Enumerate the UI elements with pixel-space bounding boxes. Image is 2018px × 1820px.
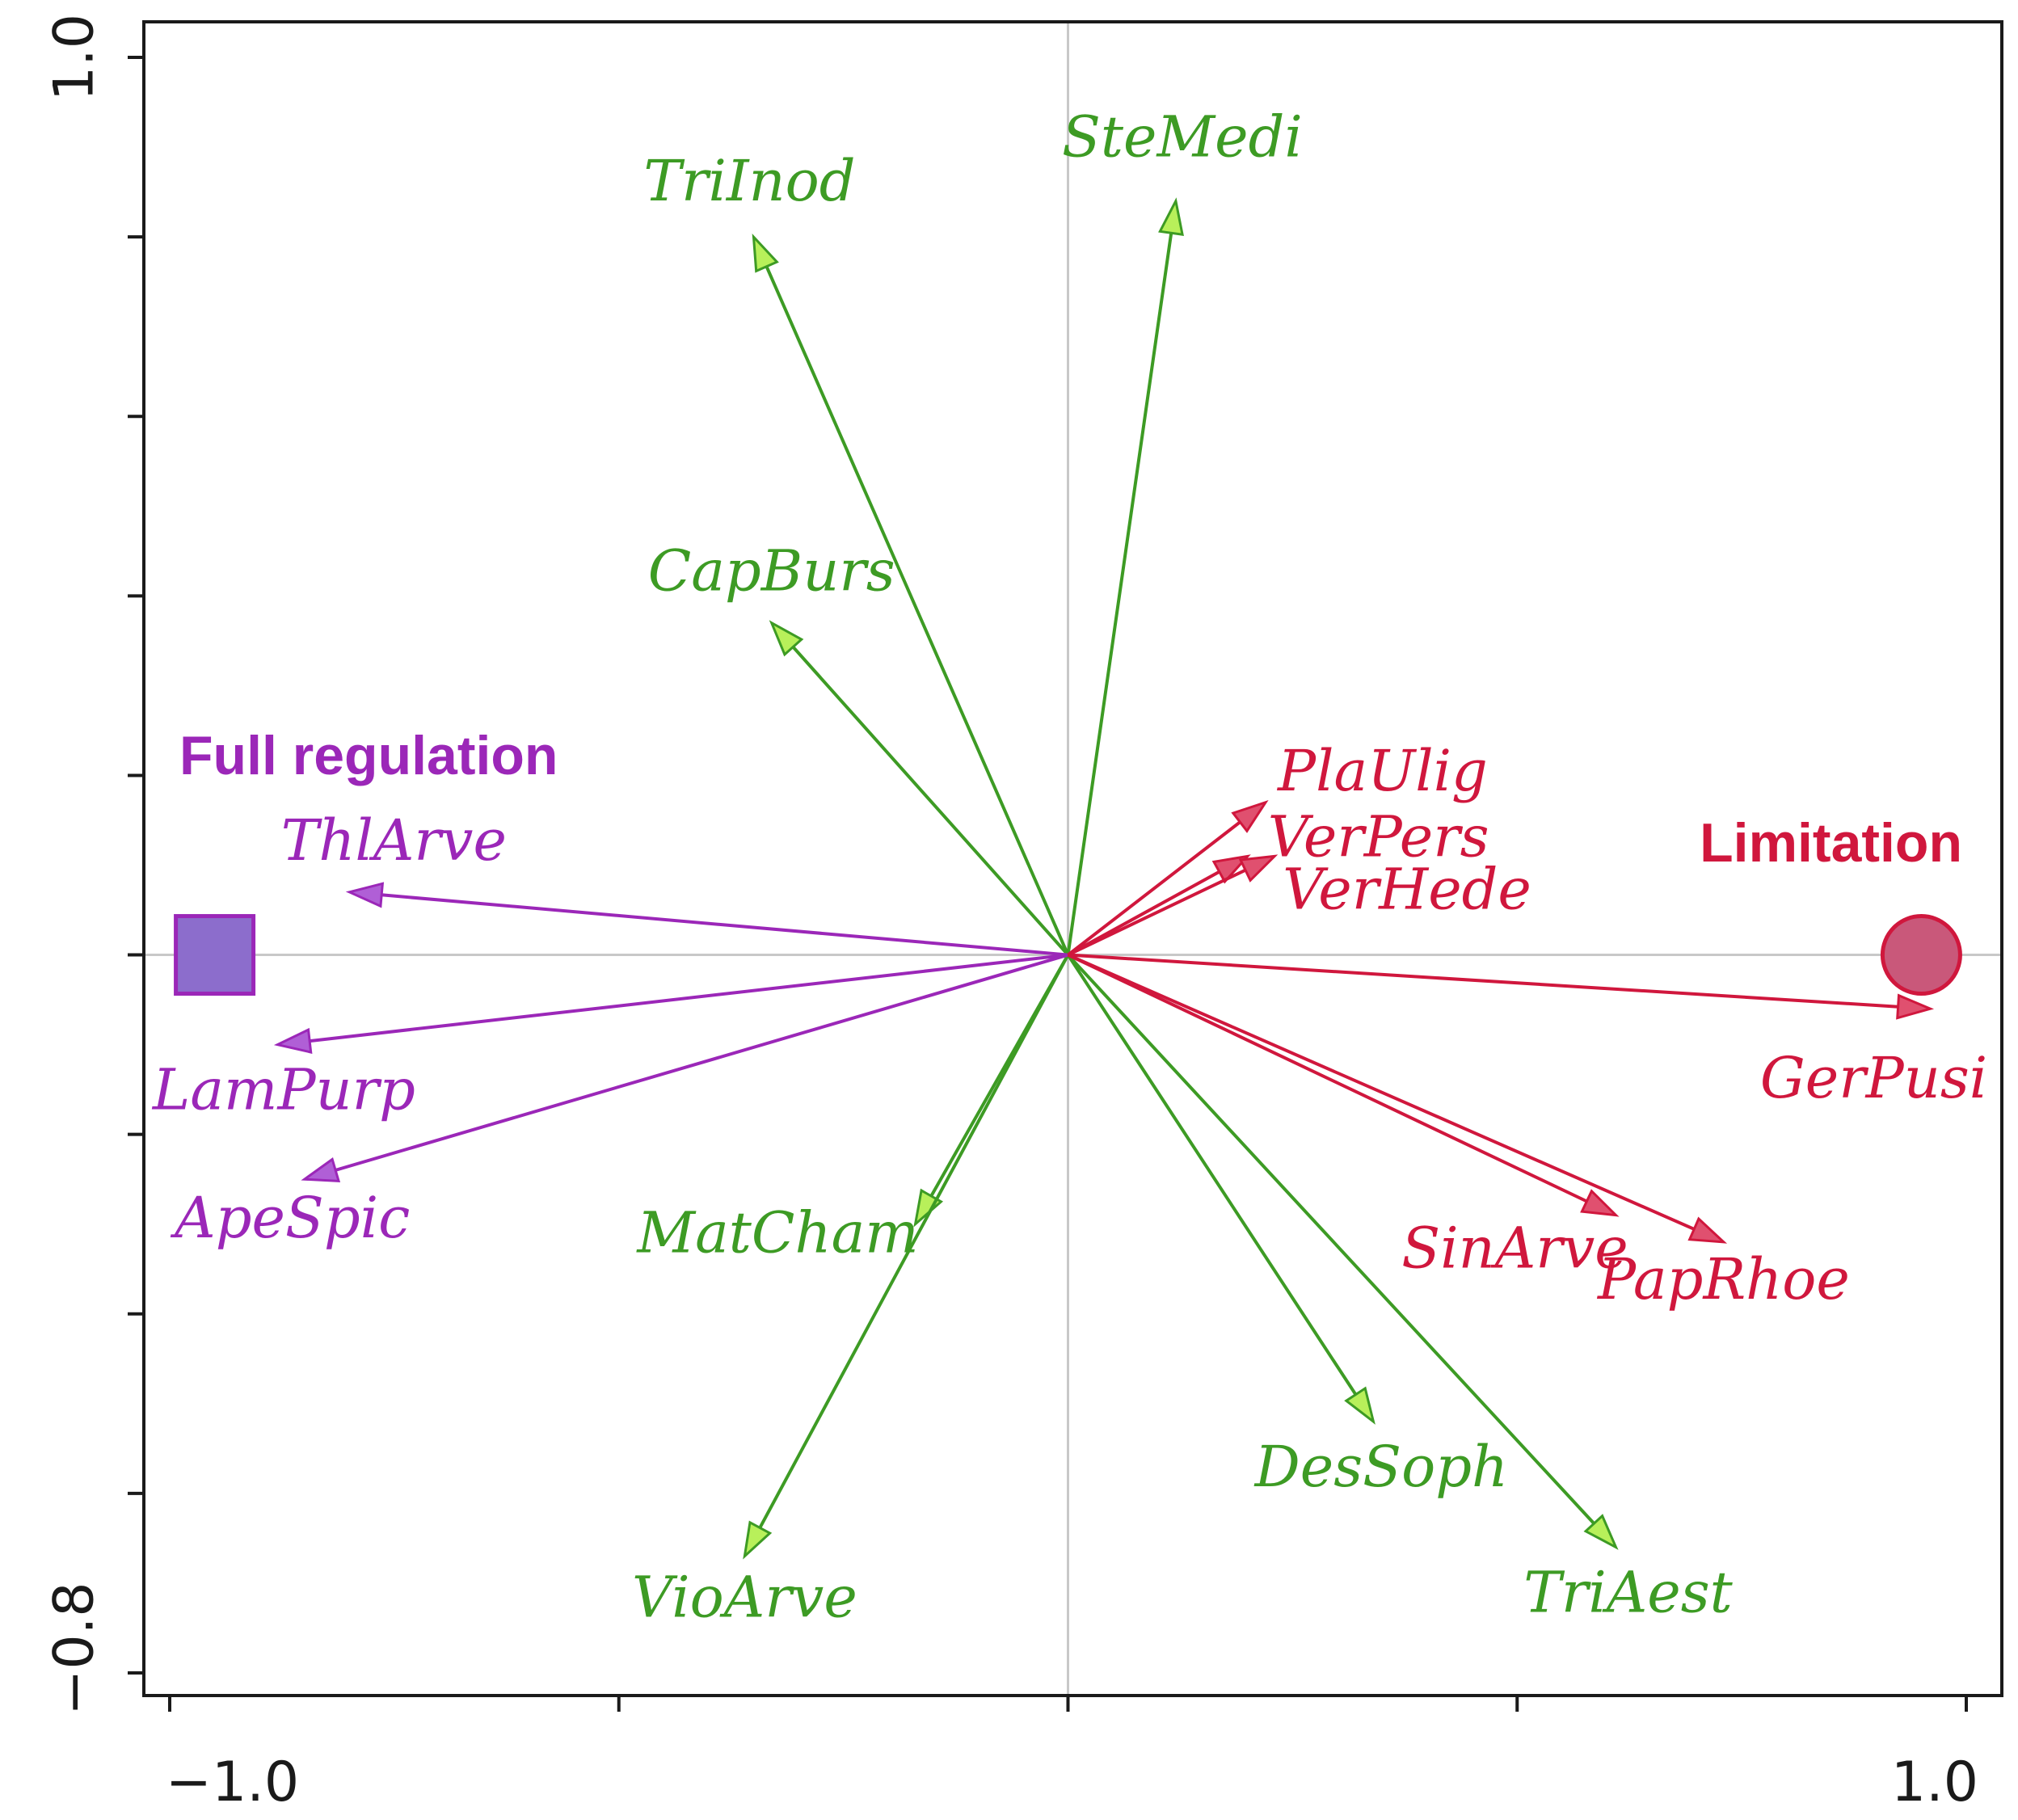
arrow-head (752, 233, 779, 273)
limitation-label: Limitation (1700, 812, 1962, 874)
arrow-shaft (1068, 953, 1906, 1009)
arrow-head (1896, 993, 1935, 1020)
species-label-SinArve: SinArve (1401, 1215, 1628, 1282)
x-tick-label: −1.0 (166, 1750, 299, 1814)
species-label-ApeSpic: ApeSpic (170, 1185, 410, 1251)
arrow-shaft (1067, 815, 1248, 957)
arrow-head (1211, 854, 1251, 884)
species-label-PlaUlig: PlaUlig (1276, 738, 1488, 804)
species-arrow-PapRhoe (1067, 953, 1728, 1244)
arrow-head (1687, 1216, 1728, 1244)
species-label-DesSoph: DesSoph (1253, 1434, 1508, 1500)
arrow-shaft (1067, 866, 1228, 957)
arrow-shaft (1067, 953, 1703, 1234)
species-arrow-GerPusi (1068, 953, 1935, 1020)
treatment-markers (174, 914, 1962, 996)
y-tick-label: 1.0 (43, 14, 107, 101)
species-label-VerHede: VerHede (1283, 856, 1531, 922)
arrow-shaft (301, 953, 1068, 1044)
species-arrow-SteMedi (1066, 197, 1184, 955)
species-arrow-TriAest (1067, 954, 1619, 1550)
species-arrow-ThlArve (345, 882, 1068, 957)
species-label-MatCham: MatCham (635, 1200, 918, 1266)
species-arrow-ApeSpic (301, 953, 1069, 1182)
species-label-LamPurp: LamPurp (151, 1057, 415, 1123)
arrow-shaft (1067, 954, 1601, 1531)
species-arrow-LamPurp (273, 953, 1068, 1054)
axes: −1.0 1.0 1.0 −0.8 (43, 14, 2003, 1814)
arrow-shaft (327, 953, 1069, 1174)
species-arrow-VerPers (1067, 854, 1251, 957)
species-label-TriAest: TriAest (1523, 1560, 1733, 1626)
limitation-marker (1880, 914, 1962, 996)
species-label-CapBurs: CapBurs (648, 538, 895, 605)
arrow-shaft (373, 892, 1068, 957)
arrow-shaft (1067, 953, 1595, 1207)
species-label-VerPers: VerPers (1268, 803, 1489, 870)
x-tick-label: 1.0 (1891, 1750, 1978, 1814)
species-arrow-TriInod (752, 233, 1070, 956)
species-label-VioArve: VioArve (632, 1565, 857, 1631)
arrow-head (1158, 197, 1184, 237)
full-regulation-label: Full regulation (179, 725, 558, 786)
species-arrow-VioArve (743, 954, 1070, 1560)
species-arrow-CapBurs (769, 620, 1069, 956)
arrow-head (743, 1520, 773, 1560)
species-label-ThlArve: ThlArve (281, 807, 507, 874)
species-arrows (273, 197, 1935, 1560)
species-label-PapRhoe: PapRhoe (1596, 1246, 1850, 1312)
species-arrow-PlaUlig (1067, 799, 1269, 957)
arrow-head (1231, 799, 1269, 833)
arrow-shaft (761, 258, 1070, 956)
arrow-head (273, 1027, 313, 1054)
plot-frame (142, 20, 2003, 1697)
y-tick-label: −0.8 (43, 1582, 107, 1715)
arrow-shaft (786, 639, 1069, 956)
species-label-SteMedi: SteMedi (1062, 104, 1303, 171)
arrow-shaft (754, 954, 1070, 1536)
species-arrow-VerHede (1067, 854, 1279, 957)
species-label-GerPusi: GerPusi (1760, 1045, 1987, 1111)
arrow-shaft (1066, 954, 1362, 1403)
full-regulation-marker (174, 914, 256, 996)
arrow-head (345, 882, 385, 908)
arrow-shaft (1066, 225, 1174, 955)
species-arrow-DesSoph (1066, 954, 1376, 1425)
arrow-shaft (1067, 865, 1253, 957)
arrow-head (1238, 854, 1279, 883)
species-label-TriInod: TriInod (643, 148, 855, 214)
arrow-head (1344, 1386, 1376, 1425)
species-arrow-SinArve (1067, 953, 1620, 1217)
arrow-head (301, 1157, 341, 1182)
arrow-head (1583, 1514, 1619, 1550)
arrow-head (1580, 1189, 1620, 1217)
arrow-head (769, 620, 804, 657)
